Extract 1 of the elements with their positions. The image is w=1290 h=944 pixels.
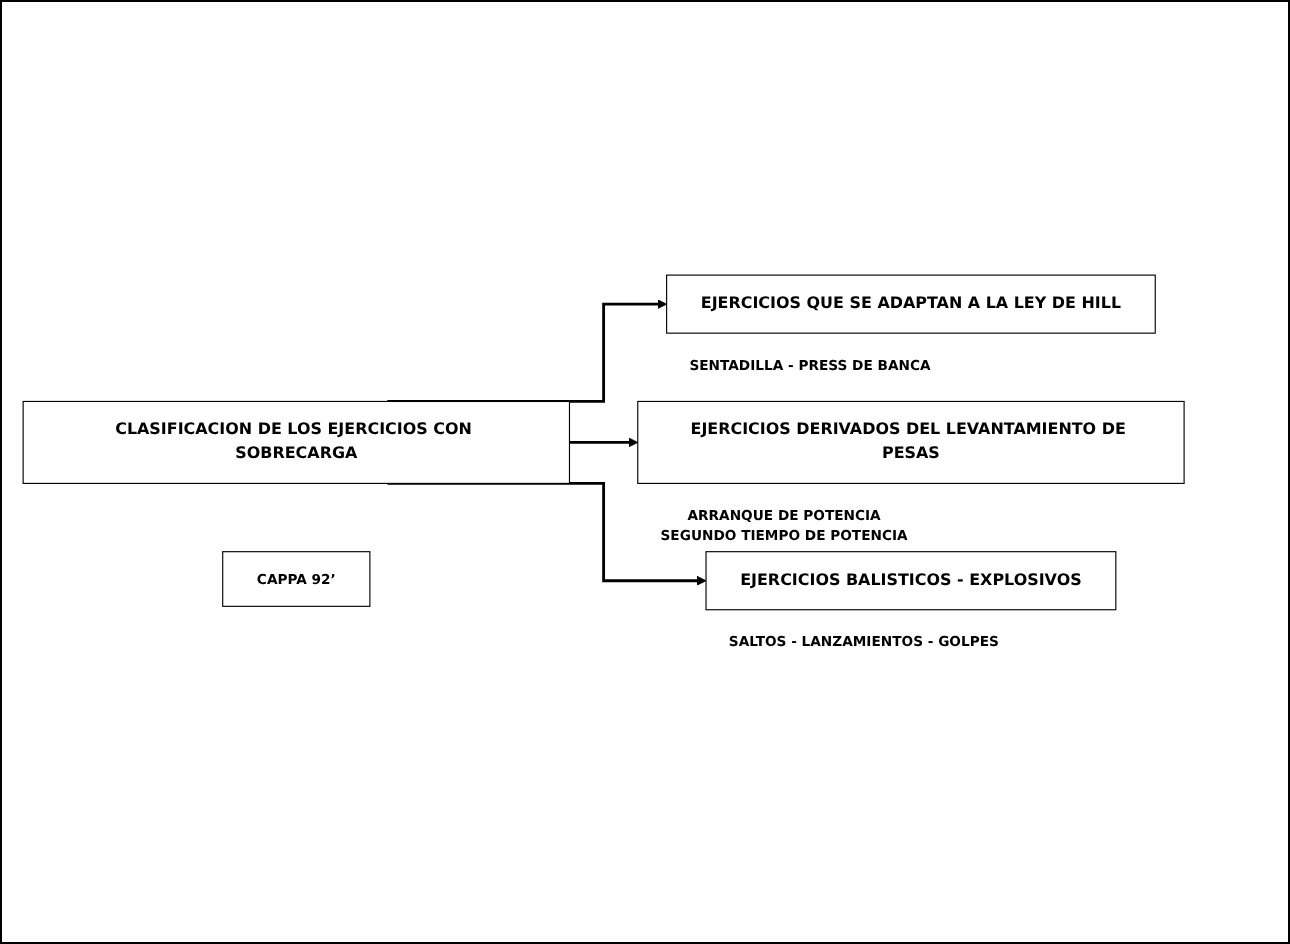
arrow (569, 437, 639, 448)
